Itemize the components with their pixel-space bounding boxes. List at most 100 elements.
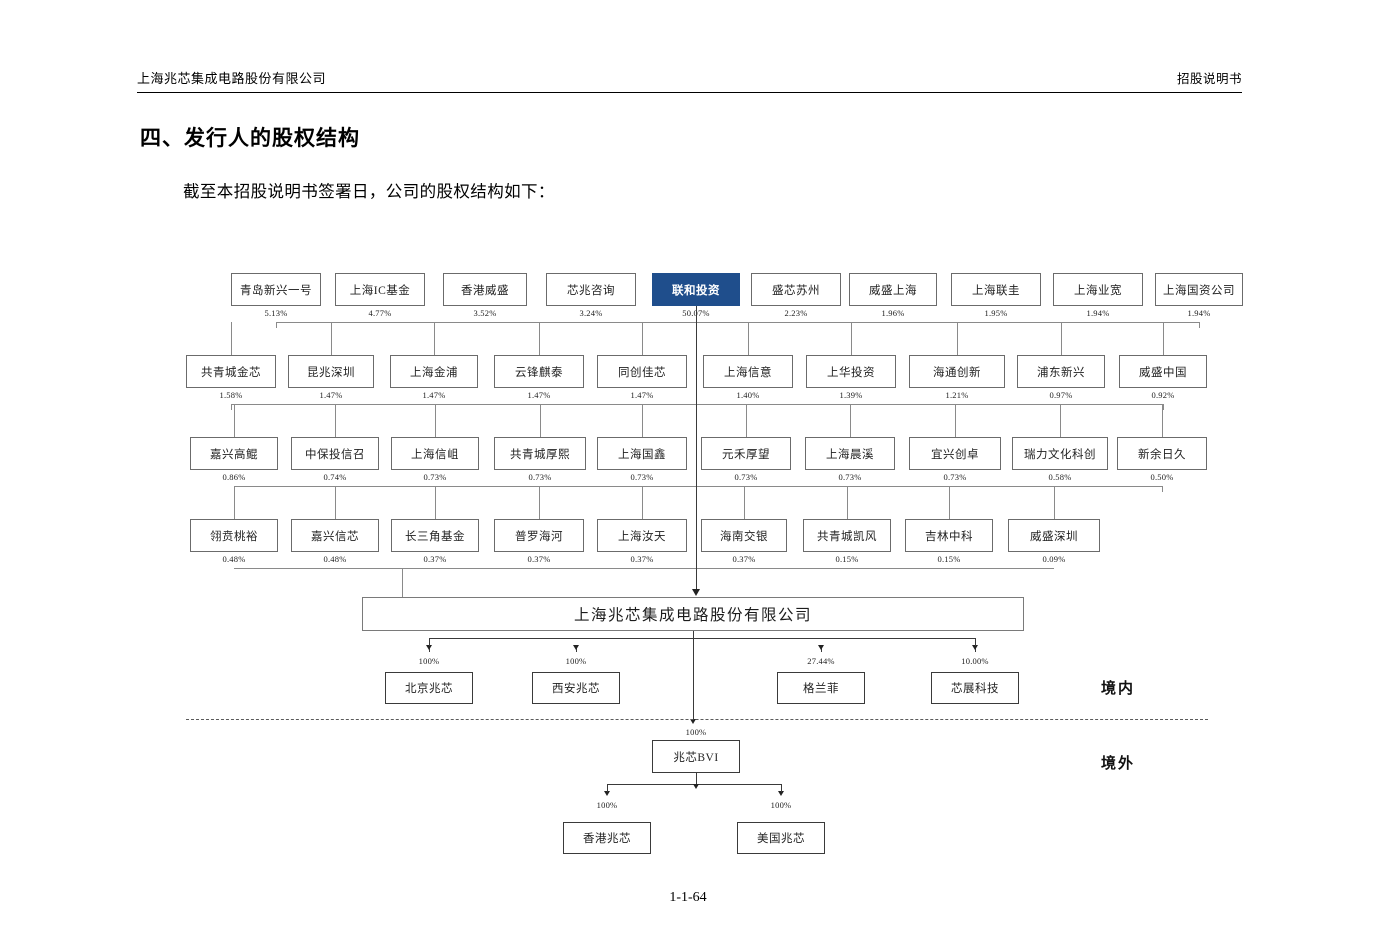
shareholder-box: 海南交银 <box>701 519 787 552</box>
subsidiary-box-domestic: 格兰菲 <box>777 672 865 704</box>
shareholder-percentage: 0.37% <box>423 554 447 564</box>
connector-stub <box>435 486 436 519</box>
shareholder-percentage: 1.21% <box>945 390 969 400</box>
section-title: 四、发行人的股权结构 <box>140 126 360 150</box>
subsidiary-percentage: 10.00% <box>961 656 989 666</box>
shareholder-percentage: 0.86% <box>222 472 246 482</box>
bus-end-right <box>1162 486 1163 492</box>
shareholder-box: 威盛上海 <box>849 273 937 306</box>
overseas-percentage: 100% <box>596 800 618 810</box>
shareholder-box: 昆兆深圳 <box>288 355 374 388</box>
shareholder-percentage: 1.58% <box>219 390 243 400</box>
shareholder-box: 上海信岨 <box>391 437 479 470</box>
shareholder-box: 翎贲桃裕 <box>190 519 278 552</box>
shareholder-percentage: 4.77% <box>368 308 392 318</box>
bus-end-right <box>1163 404 1164 410</box>
connector-stub <box>1060 404 1061 437</box>
connector-stub <box>847 486 848 519</box>
overseas-arrow <box>604 791 610 796</box>
connector-stub <box>1054 486 1055 519</box>
shareholder-percentage: 1.40% <box>736 390 760 400</box>
connector-bus <box>234 568 1054 569</box>
shareholder-box: 宜兴创卓 <box>909 437 1001 470</box>
shareholder-percentage: 1.47% <box>422 390 446 400</box>
shareholder-box: 联和投资 <box>652 273 740 306</box>
connector-stub <box>748 322 749 355</box>
shareholder-box: 浦东新兴 <box>1017 355 1105 388</box>
shareholder-box: 盛芯苏州 <box>751 273 841 306</box>
subsidiary-bus-left <box>429 638 430 646</box>
connector-stub <box>851 322 852 355</box>
shareholder-box: 共青城金芯 <box>186 355 276 388</box>
subsidiary-feed <box>693 631 694 638</box>
zone-label-domestic: 境内 <box>1101 679 1136 697</box>
connector-stub <box>850 404 851 437</box>
shareholder-percentage: 0.73% <box>528 472 552 482</box>
shareholder-percentage: 1.96% <box>881 308 905 318</box>
shareholder-box: 香港威盛 <box>443 273 527 306</box>
shareholder-box: 上海国鑫 <box>597 437 687 470</box>
domestic-overseas-divider <box>186 719 1208 720</box>
shareholder-box: 中保投信召 <box>291 437 379 470</box>
shareholder-percentage: 3.24% <box>579 308 603 318</box>
shareholder-box: 吉林中科 <box>905 519 993 552</box>
header-doc-type: 招股说明书 <box>1176 72 1242 86</box>
connector-stub <box>435 404 436 437</box>
main-company-box: 上海兆芯集成电路股份有限公司 <box>362 597 1024 631</box>
bvi-percentage: 100% <box>685 727 707 737</box>
shareholder-percentage: 0.92% <box>1151 390 1175 400</box>
subsidiary-bus-right <box>975 638 976 646</box>
shareholder-box: 共青城凯风 <box>803 519 891 552</box>
connector-stub <box>746 404 747 437</box>
connector-stub <box>539 322 540 355</box>
shareholder-box: 上海联圭 <box>951 273 1041 306</box>
connector-stub <box>231 322 232 355</box>
connector-stub <box>642 404 643 437</box>
subsidiary-percentage: 27.44% <box>807 656 835 666</box>
subsidiary-box-domestic: 北京兆芯 <box>385 672 473 704</box>
shareholder-percentage: 0.15% <box>835 554 859 564</box>
overseas-center-arrow <box>693 784 699 789</box>
shareholder-percentage: 0.15% <box>937 554 961 564</box>
bus-end-left <box>276 322 277 328</box>
shareholder-box: 上海业宽 <box>1053 273 1143 306</box>
page-header: 上海兆芯集成电路股份有限公司 招股说明书 <box>137 68 1242 93</box>
shareholder-percentage: 0.73% <box>943 472 967 482</box>
connector-bus <box>231 404 1163 405</box>
shareholder-percentage: 1.47% <box>319 390 343 400</box>
shareholder-percentage: 0.73% <box>734 472 758 482</box>
overseas-percentage: 100% <box>770 800 792 810</box>
trunk-arrow <box>692 589 700 596</box>
shareholder-box: 同创佳芯 <box>597 355 687 388</box>
connector-stub <box>744 486 745 519</box>
shareholder-percentage: 0.74% <box>323 472 347 482</box>
shareholder-percentage: 5.13% <box>264 308 288 318</box>
subsidiary-box-overseas: 美国兆芯 <box>737 822 825 854</box>
shareholder-box: 威盛中国 <box>1119 355 1207 388</box>
shareholder-box: 芯兆咨询 <box>546 273 636 306</box>
shareholder-percentage: 1.95% <box>984 308 1008 318</box>
shareholder-box: 上海国资公司 <box>1155 273 1243 306</box>
shareholder-box: 云锋麒泰 <box>494 355 584 388</box>
connector-stub <box>540 404 541 437</box>
connector-stub <box>642 322 643 355</box>
bvi-box: 兆芯BVI <box>652 740 740 773</box>
shareholder-percentage: 3.52% <box>473 308 497 318</box>
shareholder-percentage: 1.47% <box>527 390 551 400</box>
connector-stub <box>955 404 956 437</box>
bus-end-left <box>234 486 235 492</box>
shareholder-percentage: 0.73% <box>630 472 654 482</box>
subsidiary-box-domestic: 西安兆芯 <box>532 672 620 704</box>
connector-stub <box>1061 322 1062 355</box>
shareholder-percentage: 0.09% <box>1042 554 1066 564</box>
connector-bus <box>276 322 1199 323</box>
shareholder-percentage: 0.48% <box>323 554 347 564</box>
shareholder-box: 上海晨溪 <box>805 437 895 470</box>
connector-stub <box>234 404 235 437</box>
subsidiary-bus <box>429 638 975 639</box>
shareholder-box: 青岛新兴一号 <box>231 273 321 306</box>
shareholder-box: 嘉兴信芯 <box>291 519 379 552</box>
shareholder-box: 元禾厚望 <box>701 437 791 470</box>
shareholder-percentage: 1.94% <box>1187 308 1211 318</box>
subsidiary-percentage: 100% <box>565 656 587 666</box>
